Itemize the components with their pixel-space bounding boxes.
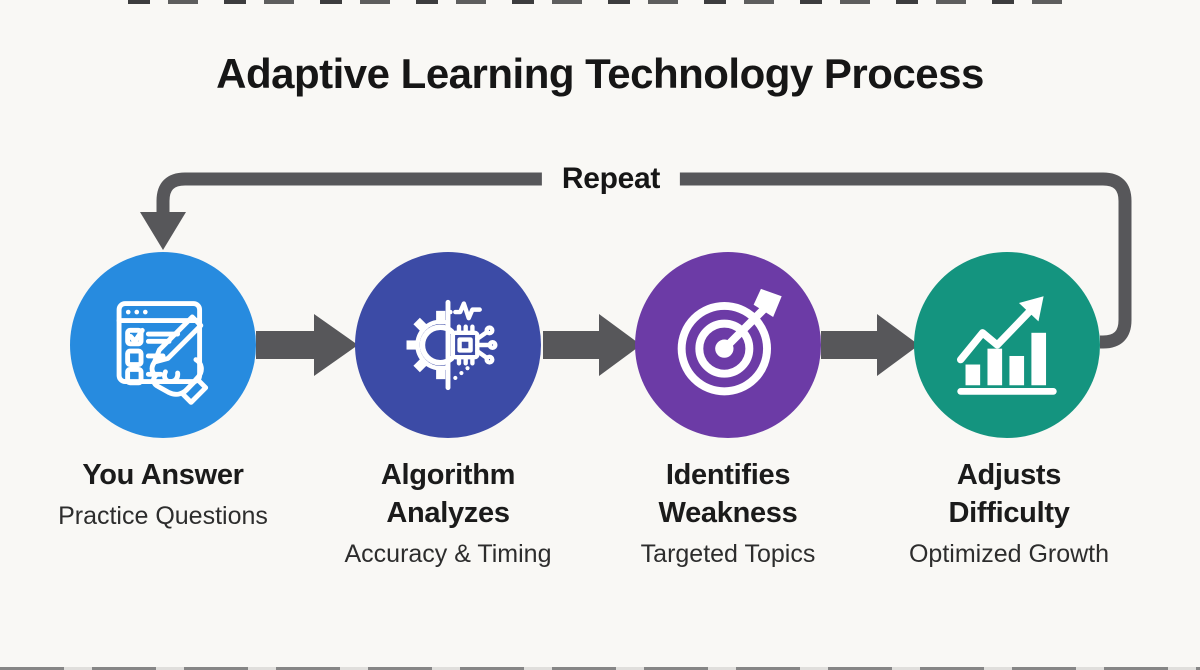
cropped-text-artifact-top	[128, 0, 1080, 4]
hand-icon	[149, 357, 204, 397]
checklist-form-icon	[116, 301, 209, 405]
cropped-text-artifact-bottom	[0, 667, 1200, 670]
step-heading: Adjusts Difficulty	[948, 459, 1070, 529]
circuit-traces-icon	[475, 325, 498, 365]
step-subheading: Practice Questions	[58, 502, 268, 530]
step-circle-4	[914, 252, 1100, 438]
flow-arrow-3-icon	[821, 314, 919, 376]
trend-arrowhead-icon	[1018, 296, 1044, 322]
step-circle-2	[355, 252, 541, 438]
step-subheading: Optimized Growth	[908, 540, 1110, 568]
dots-icon	[453, 366, 470, 381]
step-label-2: Algorithm Analyzes Accuracy & Timing	[298, 456, 598, 571]
flow-arrow-1-icon	[256, 314, 358, 376]
step-label-4: Adjusts Difficulty Optimized Growth	[859, 456, 1159, 571]
step-label-3: Identifies Weakness Targeted Topics	[578, 456, 878, 571]
bars-icon	[965, 332, 1047, 386]
step-circle-1	[70, 252, 256, 438]
step-subheading: Targeted Topics	[640, 540, 816, 568]
chip-icon	[450, 324, 480, 366]
pulse-line-icon	[448, 301, 482, 321]
algorithm-gear-chip-icon	[406, 299, 498, 391]
pencil-icon	[152, 314, 204, 365]
step-subheading: Accuracy & Timing	[344, 540, 552, 568]
page-title: Adaptive Learning Technology Process	[216, 50, 984, 97]
gear-icon	[406, 310, 448, 380]
repeat-label: Repeat	[541, 162, 681, 196]
growth-bar-chart-icon	[956, 296, 1057, 395]
dart-fletching-icon	[753, 288, 782, 317]
target-bullseye-icon	[677, 288, 782, 396]
step-circle-3	[635, 252, 821, 438]
step-heading: Algorithm Analyzes	[380, 459, 516, 529]
step-label-1: You Answer Practice Questions	[13, 456, 313, 533]
step-heading: You Answer	[82, 459, 244, 491]
step-heading: Identifies Weakness	[658, 459, 798, 529]
loop-arrowhead-icon	[140, 212, 186, 250]
flow-arrow-2-icon	[543, 314, 641, 376]
